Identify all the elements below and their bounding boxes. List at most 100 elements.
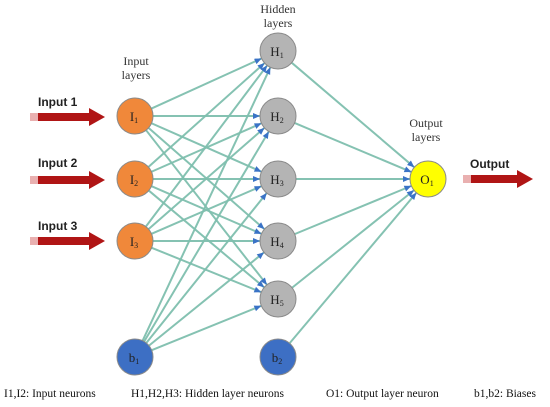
legend-output-neuron: O1: Output layer neuron (326, 388, 439, 400)
node-h1-subscript: 1 (280, 51, 284, 60)
edge-h3-o1-head (403, 176, 410, 182)
output-layer-label-line-1: Output (409, 116, 443, 130)
input-3-label: Input 3 (38, 219, 78, 233)
input-3-arrow-head (89, 232, 105, 250)
legend-biases: b1,b2: Biases (474, 388, 536, 400)
edge-h2-o1 (293, 121, 413, 174)
edge-i3-h3 (150, 185, 263, 235)
input-1-arrow-tail (30, 113, 38, 121)
node-h3-circle (259, 160, 297, 198)
node-h1-label: H1 (270, 44, 283, 60)
legend-hidden-neurons: H1,H2,H3: Hidden layer neurons (131, 388, 284, 400)
node-i1-subscript: 1 (134, 116, 138, 125)
node-i3-letter: I (130, 234, 134, 249)
edge-h4-o1 (293, 184, 413, 236)
edge-i1-h2-head (253, 113, 260, 119)
node-b1-label: b1 (129, 350, 140, 366)
node-b2-letter: b (272, 350, 279, 365)
hidden-layer-label-line-2: layers (263, 16, 293, 30)
input-2-label: Input 2 (38, 156, 78, 170)
input-layer-label-line-1: Input (123, 54, 149, 68)
input-1-arrow-shaft (30, 113, 91, 121)
edge-b1-h2-head (262, 131, 269, 140)
edge-b1-h3-head (260, 193, 267, 201)
edge-b1-h4 (147, 251, 266, 347)
node-i2-label: I2 (130, 172, 138, 188)
edge-b1-h4-head (256, 252, 265, 260)
node-i3-label: I3 (130, 234, 138, 250)
edge-i3-h5-head (253, 286, 262, 293)
node-i3: I3 (116, 222, 154, 260)
edge-i3-h1-head (260, 65, 268, 73)
edge-i1-h1-head (253, 58, 262, 65)
edge-i3-h3-head (253, 186, 262, 192)
input-3-arrow-tail (30, 237, 38, 245)
input-2-arrow-head (89, 171, 105, 189)
hidden-layer-label: Hidden layers (250, 2, 306, 30)
node-i2-circle (116, 160, 154, 198)
connections (141, 57, 418, 352)
input-3-arrow (30, 232, 105, 250)
edge-i1-h5 (145, 129, 268, 286)
node-b1-circle (116, 338, 154, 376)
input-1-label: Input 1 (38, 95, 78, 109)
node-b2-label: b2 (272, 350, 283, 366)
edge-b1-h3 (145, 192, 268, 344)
edge-b1-h5-head (253, 305, 262, 312)
node-b1: b1 (116, 338, 154, 376)
edge-i1-h4-head (257, 222, 265, 230)
edge-i3-h5 (150, 246, 263, 294)
node-o1-subscript: 1 (430, 179, 434, 188)
edge-b1-h2 (143, 130, 270, 343)
node-h4-circle (259, 222, 297, 260)
node-h5-circle (259, 280, 297, 318)
legend-input-neurons: I1,I2: Input neurons (4, 388, 96, 400)
edge-i2-h3-head (253, 176, 260, 182)
output-arrow (463, 170, 533, 188)
edge-h2-o1-head (403, 166, 412, 173)
edge-b1-h5 (150, 304, 263, 352)
node-h2: H2 (259, 97, 297, 135)
node-h2-subscript: 2 (280, 116, 284, 125)
node-h5: H5 (259, 280, 297, 318)
node-b2-subscript: 2 (278, 357, 282, 366)
node-h2-letter: H (270, 109, 279, 124)
node-i1-label: I1 (130, 109, 138, 125)
node-o1-circle (409, 160, 447, 198)
input-2-arrow (30, 171, 105, 189)
edge-i1-h5-head (260, 277, 267, 285)
edge-i2-h5-head (256, 280, 265, 288)
edge-i2-h2-head (253, 123, 262, 129)
edge-i2-h1 (147, 62, 266, 168)
node-i1-circle (116, 97, 154, 135)
edge-h1-o1 (290, 61, 416, 169)
edge-h1-o1-head (407, 160, 415, 168)
input-layer-label-line-2: layers (121, 68, 151, 82)
output-arrow-shaft (463, 175, 519, 183)
edge-b1-h1-head (264, 67, 271, 75)
output-label: Output (470, 157, 510, 171)
node-i2: I2 (116, 160, 154, 198)
node-h4-label: H4 (270, 234, 283, 250)
node-h1-circle (259, 32, 297, 70)
node-i2-letter: I (130, 172, 134, 187)
node-i1: I1 (116, 97, 154, 135)
node-i3-subscript: 3 (134, 241, 138, 250)
node-h5-letter: H (270, 292, 279, 307)
edge-h4-o1-head (403, 185, 412, 192)
hidden-layer-label-line-1: Hidden (260, 2, 296, 16)
edge-b2-o1-head (409, 192, 417, 201)
output-arrow-head (517, 170, 533, 188)
input-layer-label: Input layers (108, 54, 164, 82)
node-h2-label: H2 (270, 109, 283, 125)
node-h4-letter: H (270, 234, 279, 249)
node-o1-label: O1 (420, 172, 433, 188)
edge-b2-o1 (288, 191, 418, 345)
edge-i2-h5 (147, 189, 266, 289)
node-h3-label: H3 (270, 172, 283, 188)
node-b2: b2 (259, 338, 297, 376)
edge-i3-h4-head (253, 238, 260, 244)
input-1-arrow (30, 108, 105, 126)
node-b1-subscript: 1 (135, 357, 139, 366)
